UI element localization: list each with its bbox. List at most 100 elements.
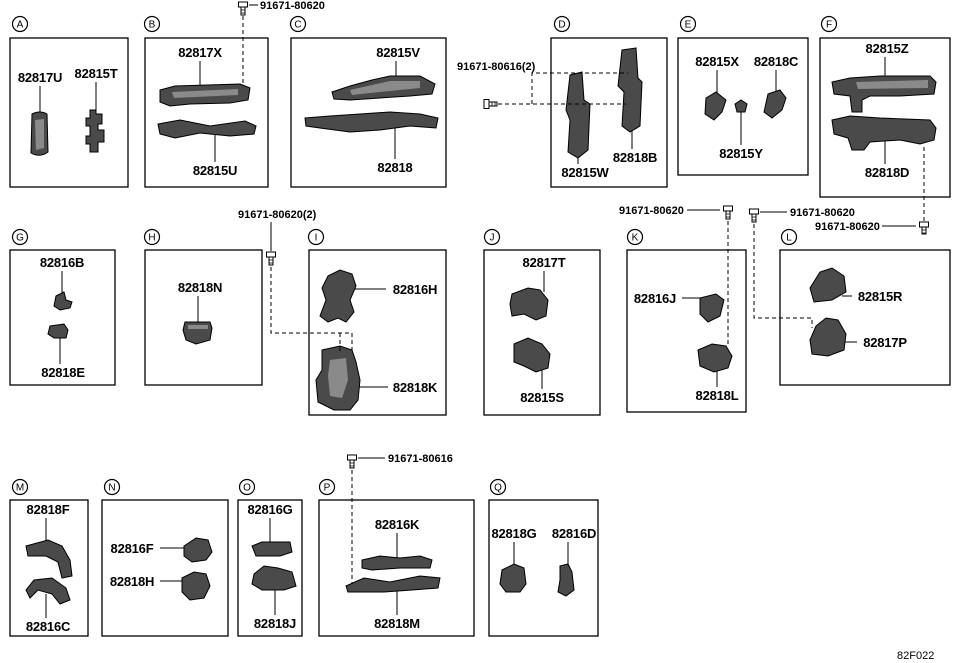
part-shape-82815S xyxy=(513,337,551,373)
bolt-icon xyxy=(266,251,276,266)
section-box-G xyxy=(9,249,116,386)
section-marker-E xyxy=(679,15,697,33)
bolt-icon xyxy=(919,221,929,235)
part-shape-82815U xyxy=(157,119,257,139)
section-letter: F xyxy=(826,20,832,31)
section-box-A xyxy=(9,37,129,188)
section-N: N 82816F 82818H xyxy=(101,478,229,637)
section-box-O xyxy=(237,499,303,637)
fastener-label: 91671-80620 xyxy=(815,221,880,233)
part-shape-82816C xyxy=(25,577,71,605)
section-marker-F xyxy=(820,15,838,33)
part-shape-82816K xyxy=(361,555,433,571)
part-shape-82818D xyxy=(831,115,937,151)
section-L: L 82815R 82817P 91671-80620 xyxy=(749,207,951,386)
part-shape-82818J xyxy=(251,565,297,591)
part-number-label: 82816J xyxy=(634,291,676,306)
part-shape-82815T xyxy=(85,109,105,153)
section-F: F 82815Z 82818D 91671-80620 xyxy=(815,15,951,235)
section-marker-P xyxy=(318,478,336,496)
part-number-label: 82816H xyxy=(393,282,437,297)
section-B: B 82817X 82815U 91671-80620 xyxy=(143,0,325,188)
section-letter: D xyxy=(558,20,565,31)
part-shape-82816F xyxy=(183,537,213,563)
part-number-label: 82816C xyxy=(26,619,71,634)
part-number-label: 82815V xyxy=(376,45,420,60)
section-O: O 82816G 82818J xyxy=(237,478,303,637)
part-shape-82818E xyxy=(47,323,69,339)
section-letter: P xyxy=(324,483,331,494)
part-shape-82818H xyxy=(181,571,211,601)
part-number-label: 82818D xyxy=(865,165,909,180)
fastener-label: 91671-80620 xyxy=(790,207,855,219)
part-number-label: 82816F xyxy=(111,541,154,556)
section-letter: B xyxy=(149,20,156,31)
section-Q: Q 82818G 82816D xyxy=(488,478,599,637)
part-number-label: 82815Z xyxy=(866,41,909,56)
section-letter: E xyxy=(685,20,692,31)
fastener-label: 91671-80616 xyxy=(388,453,453,465)
part-shape-82818B xyxy=(617,47,643,133)
part-highlight xyxy=(172,89,238,98)
part-shape-82818C xyxy=(763,89,787,119)
section-letter: K xyxy=(632,233,639,244)
part-shape-82816D xyxy=(557,563,575,597)
section-A: A 82817U 82815T xyxy=(9,15,129,188)
part-shape-82815Y xyxy=(734,99,748,113)
part-number-label: 82815Y xyxy=(719,146,763,161)
part-shape-82818G xyxy=(499,563,527,593)
section-marker-Q xyxy=(489,478,507,496)
section-marker-C xyxy=(289,15,307,33)
part-number-label: 82817U xyxy=(18,70,62,85)
part-number-label: 82818J xyxy=(254,616,296,631)
section-marker-J xyxy=(483,228,501,246)
section-P: P 82816K 82818M 91671-80616 xyxy=(318,453,475,637)
part-number-label: 82818B xyxy=(613,150,657,165)
part-number-label: 82818L xyxy=(696,388,739,403)
part-number-label: 82817P xyxy=(863,335,907,350)
section-letter: C xyxy=(294,20,301,31)
part-number-label: 82815X xyxy=(695,54,739,69)
part-number-label: 82815U xyxy=(193,163,237,178)
part-shape-82816B xyxy=(53,291,73,311)
section-letter: A xyxy=(17,20,24,31)
bolt-icon xyxy=(483,99,498,109)
part-number-label: 82818M xyxy=(374,616,420,631)
part-number-label: 82815S xyxy=(520,390,564,405)
part-number-label: 82818G xyxy=(491,526,536,541)
section-letter: O xyxy=(243,483,251,494)
section-E: E 82815X 82818C 82815Y xyxy=(677,15,809,176)
section-box-P xyxy=(318,499,475,637)
section-box-K xyxy=(626,249,747,413)
section-M: M 82818F 82816C xyxy=(9,478,89,637)
part-number-label: 82818 xyxy=(377,160,412,175)
part-highlight xyxy=(188,325,208,329)
section-marker-N xyxy=(103,478,121,496)
part-shape-82818 xyxy=(304,111,439,133)
fastener-label: 91671-80616(2) xyxy=(457,61,536,73)
part-number-label: 82816D xyxy=(552,526,596,541)
section-box-J xyxy=(483,249,601,416)
section-D: D 82818B 82815W 91671-80616(2) xyxy=(457,15,668,188)
part-number-label: 82818N xyxy=(178,280,222,295)
bolt-icon xyxy=(347,454,357,469)
part-shape-82817T xyxy=(509,287,549,321)
dashed-leader xyxy=(270,267,353,352)
section-box-L xyxy=(779,249,951,386)
section-box-F xyxy=(819,37,951,198)
section-marker-B xyxy=(143,15,161,33)
section-box-C xyxy=(290,37,447,188)
section-box-Q xyxy=(488,499,599,637)
section-letter: M xyxy=(16,483,24,494)
section-C: C 82815V 82818 xyxy=(289,15,447,188)
section-letter: J xyxy=(490,233,495,244)
part-number-label: 82817T xyxy=(523,255,566,270)
part-highlight xyxy=(350,81,420,95)
section-H: H 82818N xyxy=(143,228,263,386)
section-marker-D xyxy=(553,15,571,33)
part-number-label: 82818C xyxy=(754,54,799,69)
part-highlight xyxy=(35,119,44,150)
section-I: I 82816H 82818K 91671-80620(2) xyxy=(238,209,447,416)
section-marker-K xyxy=(626,228,644,246)
section-marker-L xyxy=(780,228,798,246)
